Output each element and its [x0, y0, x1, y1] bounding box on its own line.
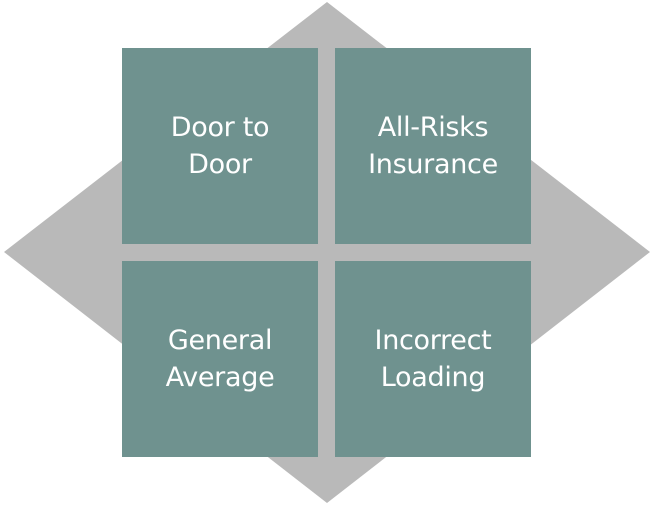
tile-label: General Average [165, 325, 275, 393]
diamond-shape [4, 2, 650, 503]
tile-door-to-door: Door to Door [122, 48, 318, 244]
tile-all-risks-insurance: All-Risks Insurance [335, 48, 531, 244]
tile-incorrect-loading: Incorrect Loading [335, 261, 531, 457]
tile-label: All-Risks Insurance [368, 112, 498, 180]
tile-label: Incorrect Loading [374, 325, 492, 393]
tile-label: Door to Door [170, 112, 270, 180]
tile-general-average: General Average [122, 261, 318, 457]
